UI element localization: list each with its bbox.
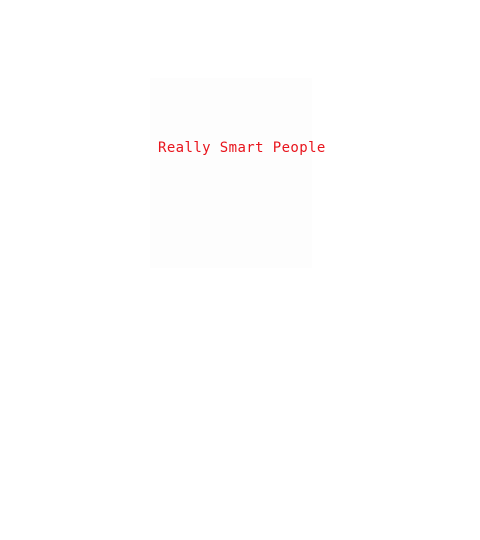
faint-image-panel bbox=[150, 78, 312, 268]
caption-text: Really Smart People bbox=[158, 140, 326, 156]
